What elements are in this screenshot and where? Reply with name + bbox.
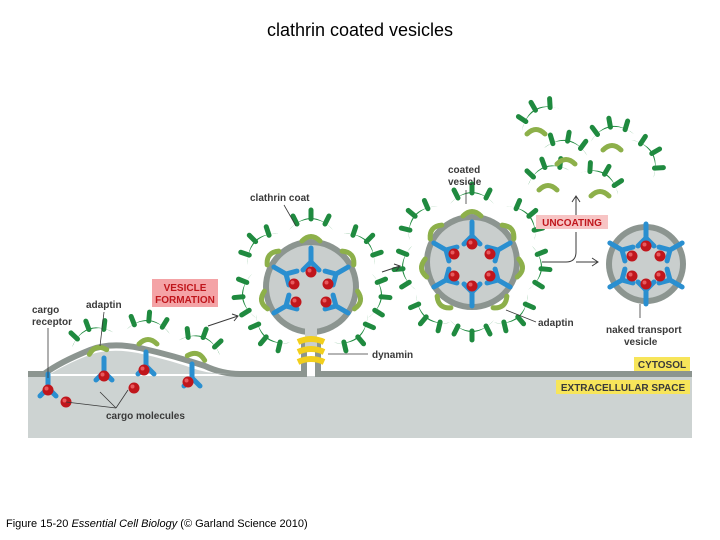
- cargo-molecules-label: cargo molecules: [106, 411, 185, 422]
- coated-vesicle-label-1: coated: [448, 165, 480, 176]
- naked-vesicle-label-1: naked transport: [606, 325, 682, 336]
- vesicle-formation-label-1: VESICLE: [164, 283, 207, 294]
- dynamin-label: dynamin: [372, 350, 413, 361]
- naked-transport-vesicle: [606, 224, 686, 304]
- uncoating-label: UNCOATING: [542, 218, 602, 229]
- cargo-receptor-label-2: receptor: [32, 317, 72, 328]
- dynamin-ring: [296, 336, 326, 365]
- coated-vesicle-label-2: vesicle: [448, 177, 482, 188]
- figure-caption: Figure 15-20 Essential Cell Biology (© G…: [6, 518, 308, 530]
- vesicle-formation-label-2: FORMATION: [155, 295, 215, 306]
- extracellular-space-box: [556, 380, 690, 394]
- caption-book-title: Essential Cell Biology: [71, 518, 178, 530]
- budding-pit-lumen: [50, 350, 230, 374]
- slide-title: clathrin coated vesicles: [266, 20, 454, 40]
- uncoating-box: [536, 215, 608, 229]
- released-clathrin-pieces: [512, 91, 671, 196]
- label-pointers: [47, 190, 641, 409]
- vesicle-formation-box: [152, 279, 218, 307]
- caption-suffix: (© Garland Science 2010): [177, 518, 308, 530]
- adaptin-left-label: adaptin: [86, 300, 122, 311]
- naked-vesicle-label-2: vesicle: [624, 337, 658, 348]
- cytosol-box: [634, 357, 690, 371]
- forming-vesicle: [232, 210, 392, 358]
- extracellular-space-label: EXTRACELLULAR SPACE: [561, 383, 686, 394]
- cargo-receptor-label-1: cargo: [32, 305, 59, 316]
- clathrin-coat-label: clathrin coat: [250, 193, 310, 204]
- coated-vesicle: [392, 184, 552, 340]
- cytosol-label: CYTOSOL: [638, 360, 686, 371]
- process-arrows: [207, 195, 599, 327]
- caption-prefix: Figure 15-20: [6, 518, 72, 530]
- adaptin-right-label: adaptin: [538, 318, 574, 329]
